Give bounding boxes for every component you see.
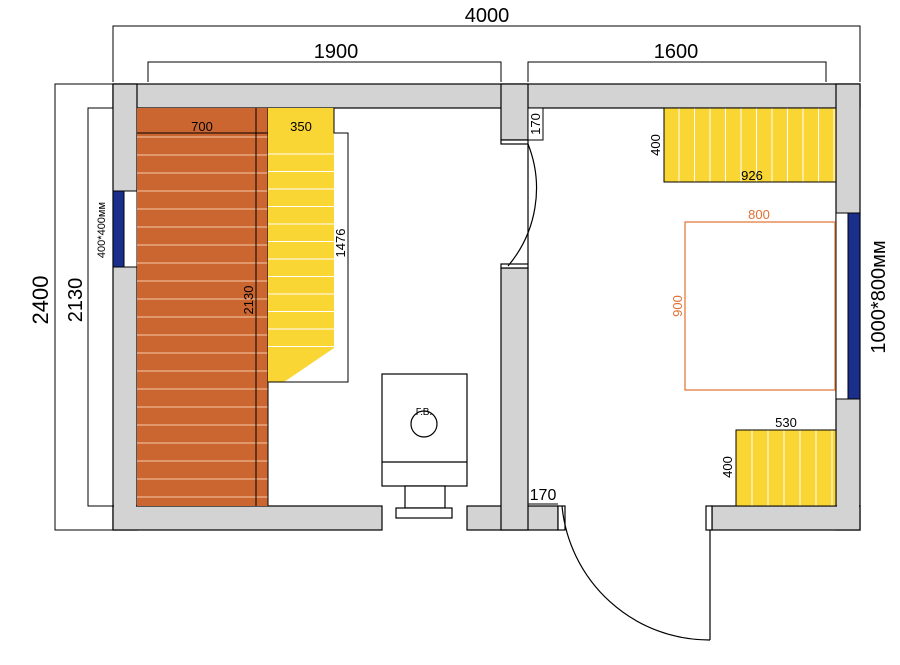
right-room-width-label: 1600 bbox=[654, 41, 699, 63]
inner-door bbox=[500, 139, 538, 269]
left-room-width-label: 1900 bbox=[314, 41, 359, 63]
bench-bottom-length-label: 530 bbox=[775, 415, 797, 430]
yellow-shelf-width-label: 350 bbox=[290, 119, 312, 134]
yellow-shelf-length-label: 1476 bbox=[333, 229, 348, 258]
total-height-dimension-line bbox=[54, 83, 113, 531]
inner-height-label: 2130 bbox=[65, 278, 87, 323]
bench-bottom-body bbox=[736, 430, 836, 506]
table-outline bbox=[684, 221, 836, 391]
stove-chimney bbox=[410, 410, 438, 438]
left-window-sill bbox=[123, 190, 138, 268]
yellow-shelf-outline bbox=[268, 108, 349, 383]
yellow-shelf-body bbox=[268, 108, 334, 382]
dark-shelf-width-label: 700 bbox=[191, 119, 213, 134]
inner-door-jamb-bottom bbox=[500, 263, 529, 269]
dark-shelf-body bbox=[137, 108, 268, 506]
right-room-width-dimension-line bbox=[527, 61, 827, 82]
stove-label: Г.В. bbox=[416, 407, 432, 418]
entrance-door bbox=[557, 505, 713, 641]
inner-door-jamb-top bbox=[500, 139, 529, 145]
right-window bbox=[847, 212, 861, 400]
bottom-wall-right bbox=[711, 505, 861, 531]
bench-top-body bbox=[664, 108, 836, 182]
top-dimensions bbox=[112, 25, 861, 82]
total-height-label: 2400 bbox=[28, 276, 53, 325]
door-offset-bottom-label: 170 bbox=[530, 487, 557, 504]
total-width-label: 4000 bbox=[465, 5, 510, 27]
entrance-door-swing-arc bbox=[561, 505, 711, 641]
bench-top-length-label: 926 bbox=[741, 168, 763, 183]
stove-fire-door bbox=[395, 507, 453, 519]
dark-shelf-length-label: 2130 bbox=[241, 286, 256, 315]
table-depth-label: 900 bbox=[670, 295, 685, 317]
entrance-door-jamb-left bbox=[557, 505, 566, 531]
bench-top-outline bbox=[663, 107, 837, 183]
bench-top bbox=[663, 107, 837, 183]
top-wall bbox=[112, 83, 861, 109]
table-width-label: 800 bbox=[748, 207, 770, 222]
bench-bottom-depth-label: 400 bbox=[720, 456, 735, 478]
entrance-door-jamb-right bbox=[705, 505, 713, 531]
bench-top-depth-label: 400 bbox=[648, 134, 663, 156]
door-offset-top-label: 170 bbox=[528, 113, 543, 135]
wall-joint-fill bbox=[114, 85, 859, 529]
left-window-size-label: 400*400мм bbox=[96, 202, 108, 258]
stove bbox=[381, 373, 468, 519]
stove-firebox bbox=[404, 485, 446, 509]
left-wall bbox=[112, 83, 138, 531]
total-width-dimension-line bbox=[112, 25, 861, 82]
dark-shelf bbox=[137, 108, 334, 506]
inner-height-dimension-line bbox=[87, 107, 113, 507]
bottom-wall-left bbox=[112, 505, 383, 531]
yellow-shelf bbox=[268, 108, 349, 383]
bench-bottom bbox=[735, 429, 837, 507]
left-window bbox=[112, 190, 125, 268]
inner-door-swing-arc bbox=[507, 143, 538, 267]
door-offset-top-marker bbox=[527, 107, 544, 141]
bench-bottom-outline bbox=[735, 429, 837, 507]
right-window-sill bbox=[835, 212, 849, 400]
left-dimensions bbox=[54, 83, 113, 531]
right-window-size-label: 1000*800мм bbox=[868, 240, 890, 353]
partition-wall-bottom bbox=[500, 267, 529, 531]
left-room-width-dimension-line bbox=[147, 61, 502, 82]
